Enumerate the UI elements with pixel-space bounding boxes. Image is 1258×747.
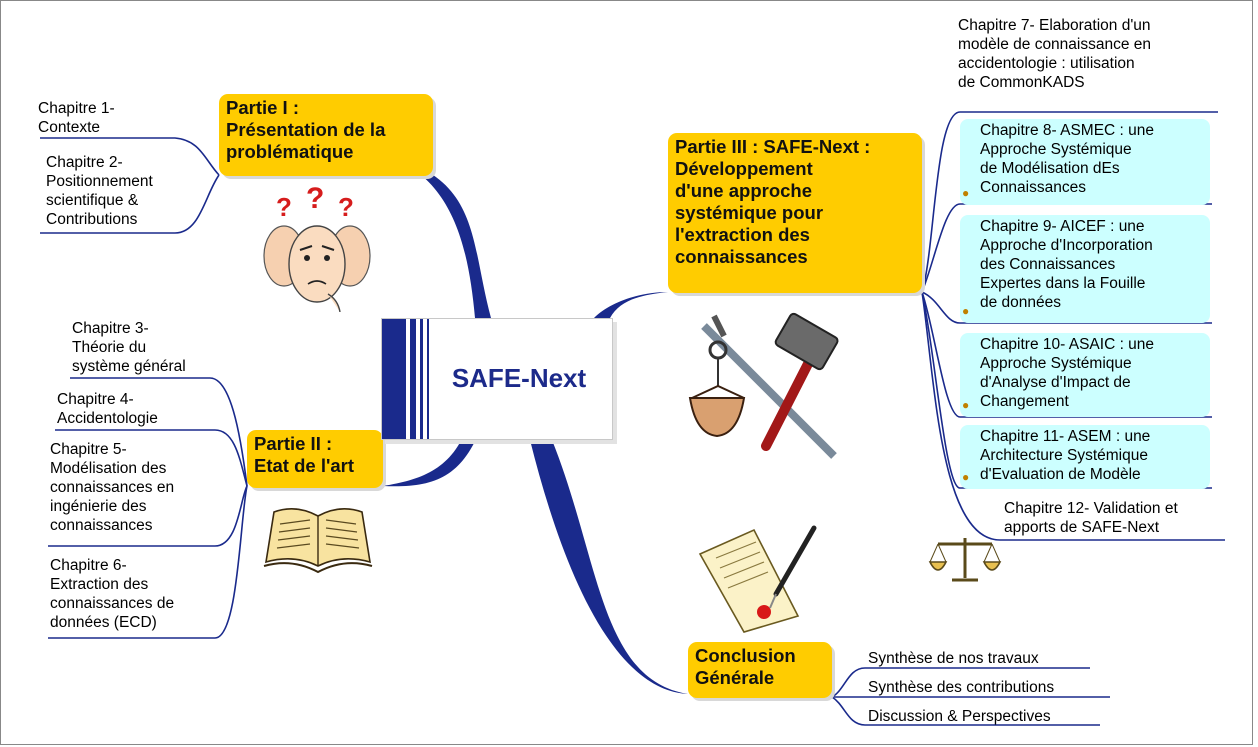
branch-to-conclusion xyxy=(530,440,688,694)
chapter-2-label[interactable]: Chapitre 2- Positionnement scientifique … xyxy=(46,154,153,228)
chapter-4-label[interactable]: Chapitre 4- Accidentologie xyxy=(57,391,158,427)
lightbulb-icon: ● xyxy=(962,398,970,412)
chapter-7-label[interactable]: Chapitre 7- Elaboration d'un modèle de c… xyxy=(958,17,1152,91)
central-topic-title: SAFE-Next xyxy=(451,363,587,393)
hammer-and-scale-icon xyxy=(688,312,839,459)
svg-text:?: ? xyxy=(306,186,324,215)
branch-to-part3 xyxy=(594,292,668,318)
confused-thinking-face-icon: ? ? ? xyxy=(263,186,371,312)
lightbulb-icon: ● xyxy=(962,186,970,200)
svg-text:?: ? xyxy=(276,192,292,222)
lightbulb-icon: ● xyxy=(962,470,970,484)
open-book-icon xyxy=(263,508,373,574)
chapter-1-label[interactable]: Chapitre 1- Contexte xyxy=(38,100,115,136)
part2-node[interactable]: Partie II : Etat de l'art xyxy=(247,430,383,488)
part1-node[interactable]: Partie I : Présentation de la problémati… xyxy=(219,94,433,176)
balance-scale-icon xyxy=(928,538,1002,582)
svg-text:?: ? xyxy=(338,192,354,222)
chapter-3-label[interactable]: Chapitre 3- Théorie du système général xyxy=(72,320,186,375)
conclusion-node[interactable]: Conclusion Générale xyxy=(688,642,832,698)
scroll-and-pen-icon xyxy=(698,525,817,633)
conclusion-item-3[interactable]: Discussion & Perspectives xyxy=(868,708,1051,725)
part3-node[interactable]: Partie III : SAFE-Next : Développement d… xyxy=(668,133,922,293)
chapter-12-label[interactable]: Chapitre 12- Validation et apports de SA… xyxy=(1004,500,1178,536)
chapter-8-note[interactable]: Chapitre 8- ASMEC : une Approche Systémi… xyxy=(960,119,1210,205)
chapter-5-label[interactable]: Chapitre 5- Modélisation des connaissanc… xyxy=(50,441,175,534)
branch-to-part1 xyxy=(389,156,491,318)
conclusion-item-1[interactable]: Synthèse de nos travaux xyxy=(868,650,1039,667)
central-topic[interactable]: SAFE-Next xyxy=(381,318,613,440)
chapter-11-note[interactable]: Chapitre 11- ASEM : une Architecture Sys… xyxy=(960,425,1210,489)
chapter-9-note[interactable]: Chapitre 9- AICEF : une Approche d'Incor… xyxy=(960,215,1210,323)
chapter-6-label[interactable]: Chapitre 6- Extraction des connaissances… xyxy=(50,557,175,631)
chapter-10-note[interactable]: Chapitre 10- ASAIC : une Approche Systém… xyxy=(960,333,1210,417)
conclusion-item-2[interactable]: Synthèse des contributions xyxy=(868,679,1055,696)
lightbulb-icon: ● xyxy=(962,304,970,318)
